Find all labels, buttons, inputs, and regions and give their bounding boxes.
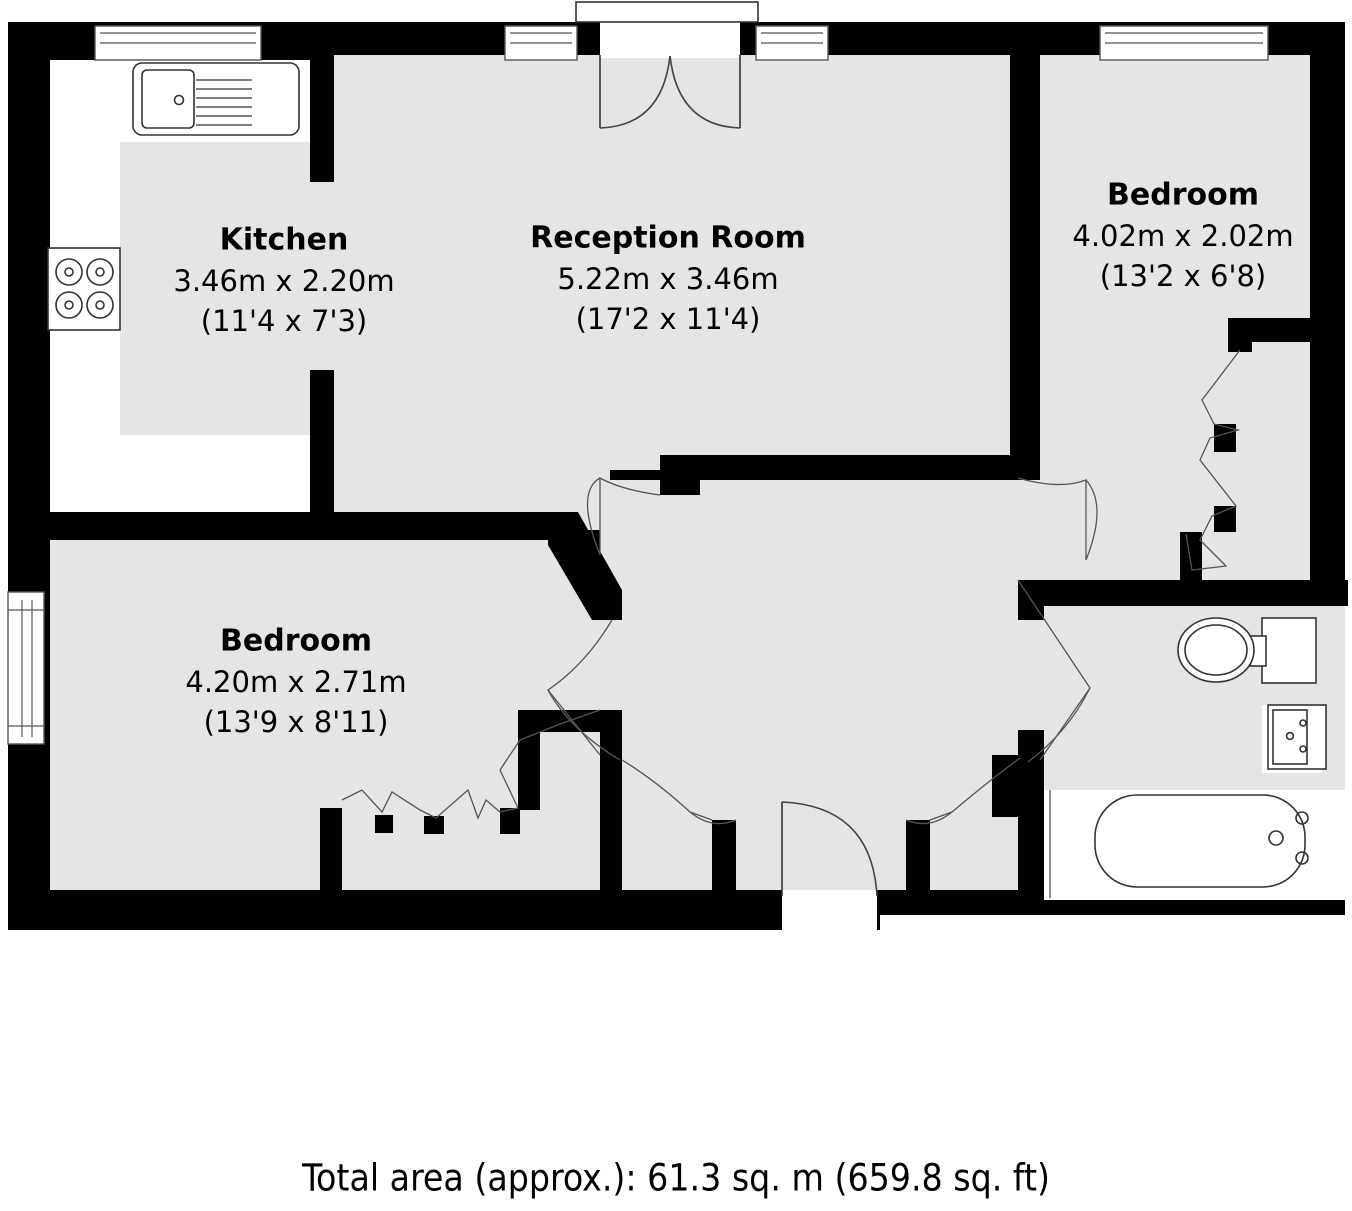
wall-kitchen-reception-lower [310,370,334,532]
wall-bedroom-closet-top [1228,318,1320,352]
window-top-left [94,25,262,61]
bedroom-top-right-name: Bedroom [1107,178,1259,213]
wall-bedroom-hallway-diagonal [548,512,622,620]
window-left [7,591,45,745]
wall-cupboard-left [518,710,540,810]
kitchen-floor [120,142,330,435]
entry-door-bottom [781,801,878,897]
hallway-floor [600,480,1080,890]
wall-bifold-nib-3 [1180,532,1202,586]
reception-dim-imperial: (17'2 x 11'4) [576,302,761,336]
wall-cupboard-right [600,710,622,892]
kitchen-fixtures [47,62,300,331]
reception-room-floor [330,55,1010,530]
bifold-wardrobe-bedroom-right [1185,349,1241,571]
interior-walls [50,22,1348,900]
wall-bedroom-upper [50,512,560,538]
wall-bedroom-bifold-nib-c [500,808,520,834]
wall-bedroom-bifold-nib-b [424,816,444,834]
bedroom-lower-left-floor [50,540,610,890]
reception-room-label: Reception Room 5.22m x 3.46m (17'2 x 11'… [530,221,806,337]
total-area-caption: Total area (approx.): 61.3 sq. m (659.8 … [301,1157,1050,1200]
wall-reception-hallway-top [676,455,1016,479]
wall-hall-door-jamb-bath [992,755,1020,817]
french-door-threshold-white [600,22,740,58]
kitchen-label: Kitchen 3.46m x 2.20m (11'4 x 7'3) [173,223,394,339]
bathroom-fixtures [1049,617,1327,898]
bedroom-top-right-dim-metric: 4.02m x 2.02m [1072,219,1293,253]
kitchen-dim-metric: 3.46m x 2.20m [173,264,394,298]
bathroom-bath [1049,790,1309,898]
wall-hall-door-jamb-right [906,820,930,892]
bedroom-lower-left-dim-imperial: (13'9 x 8'11) [204,705,389,739]
window-top-right [1099,25,1269,61]
room-labels: Kitchen 3.46m x 2.20m (11'4 x 7'3) Recep… [173,178,1293,740]
wall-bedroom-bifold-anchor-left [320,808,342,894]
kitchen-worktop [50,60,330,520]
entry-threshold-white [782,890,877,932]
wall-reception-bedroom-right [1012,22,1040,477]
bedroom-top-right-label: Bedroom 4.02m x 2.02m (13'2 x 6'8) [1072,178,1293,294]
bedroom-lower-left-name: Bedroom [220,624,372,659]
reception-dim-metric: 5.22m x 3.46m [557,262,778,296]
wall-hallway-bathroom-lower [1018,730,1044,900]
french-doors-top [575,1,759,129]
reception-room-name: Reception Room [530,221,806,256]
wall-hall-door-jamb-left [712,820,736,892]
windows-group [7,1,1269,897]
bathroom-toilet [1177,617,1317,684]
bedroom-top-right-dim-imperial: (13'2 x 6'8) [1100,259,1266,293]
bedroom-lower-left-dim-metric: 4.20m x 2.71m [185,665,406,699]
bifold-wardrobe-bedroom-left [341,709,601,820]
kitchen-dim-imperial: (11'4 x 7'3) [201,304,367,338]
window-top-mid-left [504,25,578,61]
wall-bedroom-bifold-nib-a [375,815,393,833]
wall-kitchen-reception-upper [310,22,334,182]
wall-hallway-jog-left [660,455,700,495]
bedroom-top-right-floor [1040,55,1310,595]
bedroom-lower-left-label: Bedroom 4.20m x 2.71m (13'9 x 8'11) [185,624,406,740]
kitchen-sink [132,62,300,136]
bathroom-basin [1267,704,1327,770]
door-swings [341,349,1241,825]
window-top-mid-right [755,25,829,61]
kitchen-hob [47,247,121,331]
kitchen-room-name: Kitchen [220,223,349,258]
kitchen-lower-white [120,435,330,520]
wall-bifold-nib-1 [1214,424,1236,452]
